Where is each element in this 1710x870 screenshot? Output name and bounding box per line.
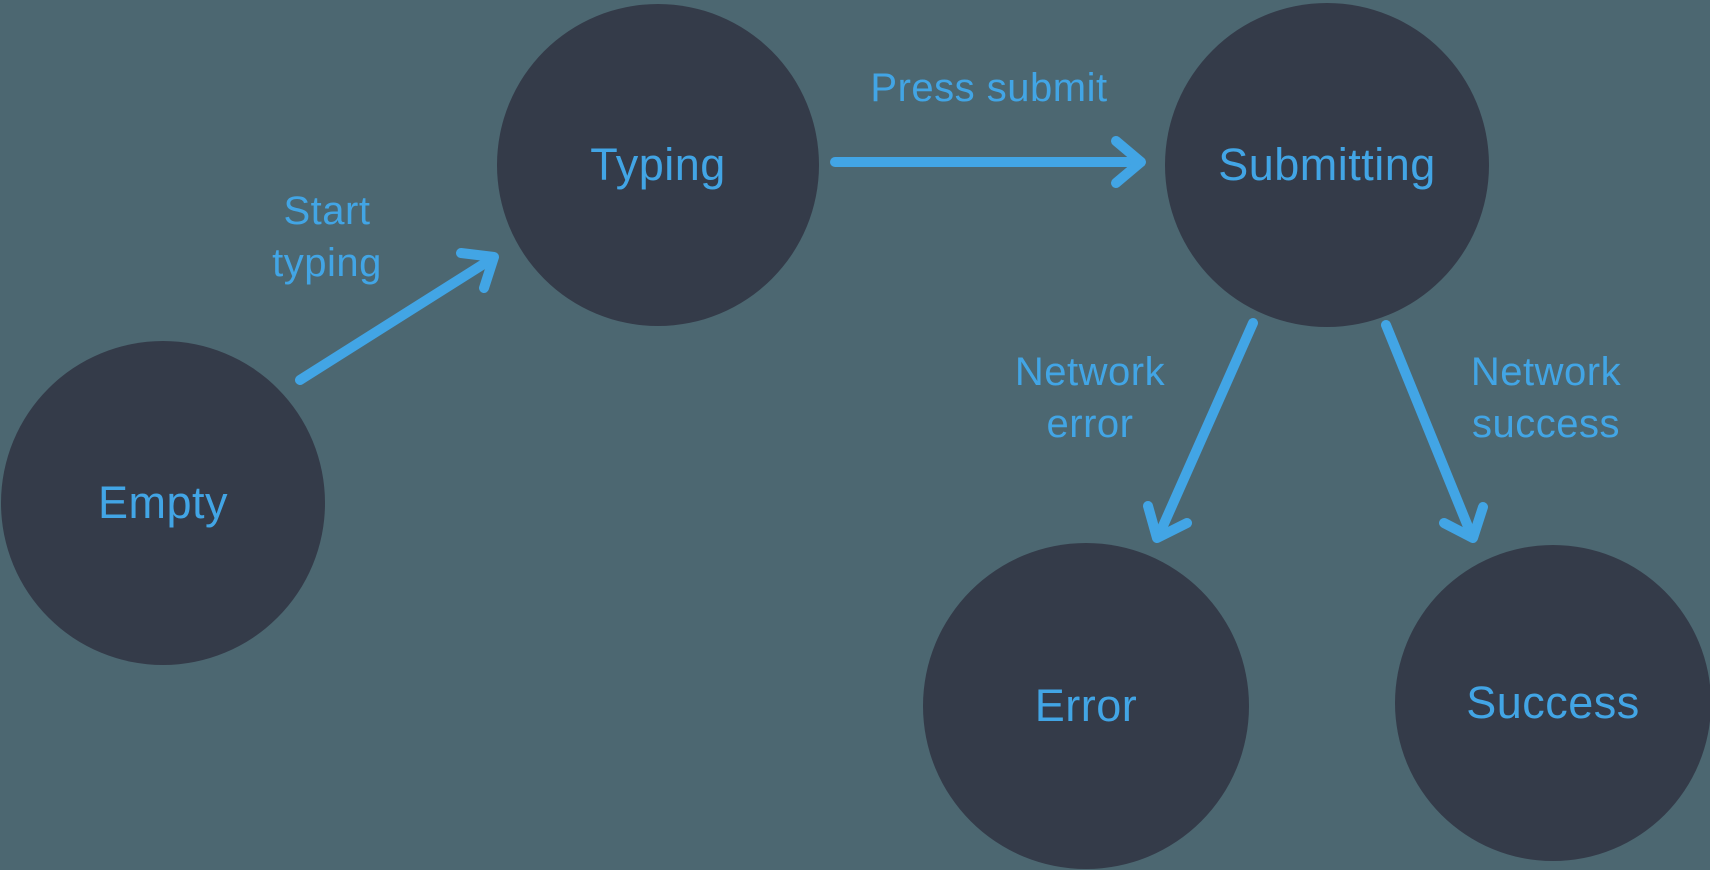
edge-label-network-error-line1: Network [1014, 350, 1166, 394]
state-node-success-label: Success [1466, 677, 1640, 728]
edge-label-network-error-line2: error [1046, 402, 1134, 446]
edge-label-network-success-line1: Network [1470, 350, 1622, 394]
arrow-network-success [1381, 320, 1488, 543]
edge-label-network-success: Network success [1471, 346, 1621, 450]
state-node-empty: Empty [1, 341, 325, 665]
state-node-error: Error [923, 543, 1249, 869]
edge-label-start-typing-line2: typing [272, 241, 382, 285]
edge-label-network-error: Network error [1015, 346, 1165, 450]
edge-label-press-submit-line1: Press submit [870, 66, 1108, 110]
state-node-success: Success [1395, 545, 1710, 861]
arrow-press-submit [830, 136, 1146, 188]
state-node-typing: Typing [497, 4, 819, 326]
edge-label-start-typing-line1: Start [283, 189, 371, 233]
state-node-empty-label: Empty [97, 477, 229, 528]
state-node-error-label: Error [1034, 680, 1138, 731]
edge-label-press-submit: Press submit [870, 62, 1107, 114]
state-node-submitting: Submitting [1165, 3, 1489, 327]
state-node-submitting-label: Submitting [1218, 139, 1436, 190]
edge-label-start-typing: Start typing [272, 185, 382, 289]
edge-label-network-success-line2: success [1471, 402, 1620, 446]
state-node-typing-label: Typing [590, 139, 726, 190]
